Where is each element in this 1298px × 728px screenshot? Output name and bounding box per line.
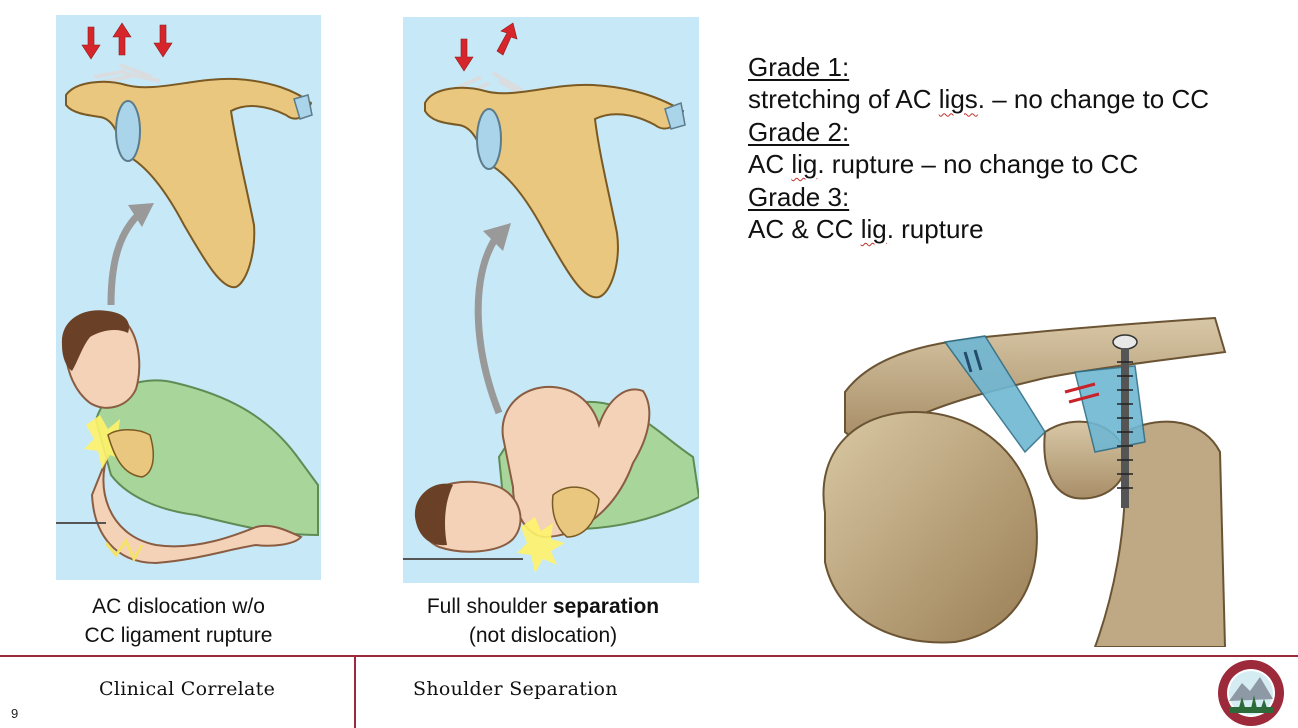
scapula bbox=[424, 83, 685, 299]
gray-up-arrow bbox=[474, 237, 503, 415]
ligament-strands bbox=[93, 63, 161, 85]
glenoid bbox=[115, 100, 141, 162]
injury-flash bbox=[517, 517, 565, 573]
caption-shoulder-separation: Full shoulder separation (not dislocatio… bbox=[400, 592, 686, 650]
grade3-desc-a: AC & CC bbox=[748, 214, 861, 245]
grade-list: Grade 1: stretching of AC ligs. – no cha… bbox=[748, 51, 1209, 245]
person-arm bbox=[90, 454, 303, 565]
grade2-desc-a: AC bbox=[748, 149, 792, 180]
footer-divider bbox=[354, 656, 356, 728]
person-hair bbox=[414, 483, 453, 546]
grade1-title: Grade 1: bbox=[748, 52, 850, 82]
red-arrow-icon bbox=[81, 22, 173, 60]
grade3-desc-b: lig bbox=[860, 214, 887, 245]
grade3-description: AC & CC lig. rupture bbox=[748, 213, 1209, 245]
grade2-desc-b: lig bbox=[791, 149, 818, 180]
scapula bbox=[65, 77, 313, 289]
caption-left-line2: CC ligament rupture bbox=[84, 624, 273, 647]
caption-right-bold: separation bbox=[552, 595, 660, 618]
grade2-description: AC lig. rupture – no change to CC bbox=[748, 148, 1209, 180]
footer-rule bbox=[0, 655, 1298, 657]
fixation-screw bbox=[1112, 334, 1138, 508]
caption-left-line1: AC dislocation w/o bbox=[92, 595, 265, 618]
grade1-desc-b: ligs bbox=[938, 84, 978, 115]
slide-number: 9 bbox=[11, 706, 19, 721]
ac-joint-anatomy-illustration bbox=[822, 316, 1227, 647]
grade2-title: Grade 2: bbox=[748, 116, 850, 147]
humeral-head bbox=[822, 410, 1038, 644]
person-hair bbox=[61, 310, 130, 371]
caption-right-prefix: Full shoulder bbox=[426, 595, 553, 618]
shoulder-separation-drawing bbox=[403, 22, 699, 573]
illustration-shoulder-separation bbox=[403, 17, 699, 583]
grade3-desc-c: . rupture bbox=[886, 214, 984, 245]
shoulder-bone-small bbox=[551, 486, 600, 538]
glenoid bbox=[476, 108, 502, 170]
illustration-ac-dislocation bbox=[56, 15, 321, 580]
shoulder-bone-small bbox=[107, 429, 155, 478]
rocky-vista-university-seal-icon bbox=[1218, 660, 1284, 726]
grade2-desc-c: . rupture – no change to CC bbox=[817, 149, 1139, 180]
grade1-desc-a: stretching of AC bbox=[748, 84, 939, 115]
footer-course-title: Clinical Correlate bbox=[99, 678, 276, 700]
caption-right-line1: Full shoulder separation bbox=[400, 592, 686, 621]
caption-right-line2: (not dislocation) bbox=[468, 624, 618, 647]
person-shirt bbox=[94, 379, 319, 537]
grade3-title: Grade 3: bbox=[748, 181, 850, 212]
caption-ac-dislocation: AC dislocation w/o CC ligament rupture bbox=[56, 592, 301, 650]
grade1-description: stretching of AC ligs. – no change to CC bbox=[748, 83, 1209, 115]
red-arrow-icon bbox=[454, 22, 518, 72]
grade1-desc-c: . – no change to CC bbox=[977, 84, 1210, 115]
ac-dislocation-drawing bbox=[56, 22, 319, 565]
gray-up-arrow bbox=[107, 212, 141, 306]
footer-topic-title: Shoulder Separation bbox=[413, 678, 618, 700]
